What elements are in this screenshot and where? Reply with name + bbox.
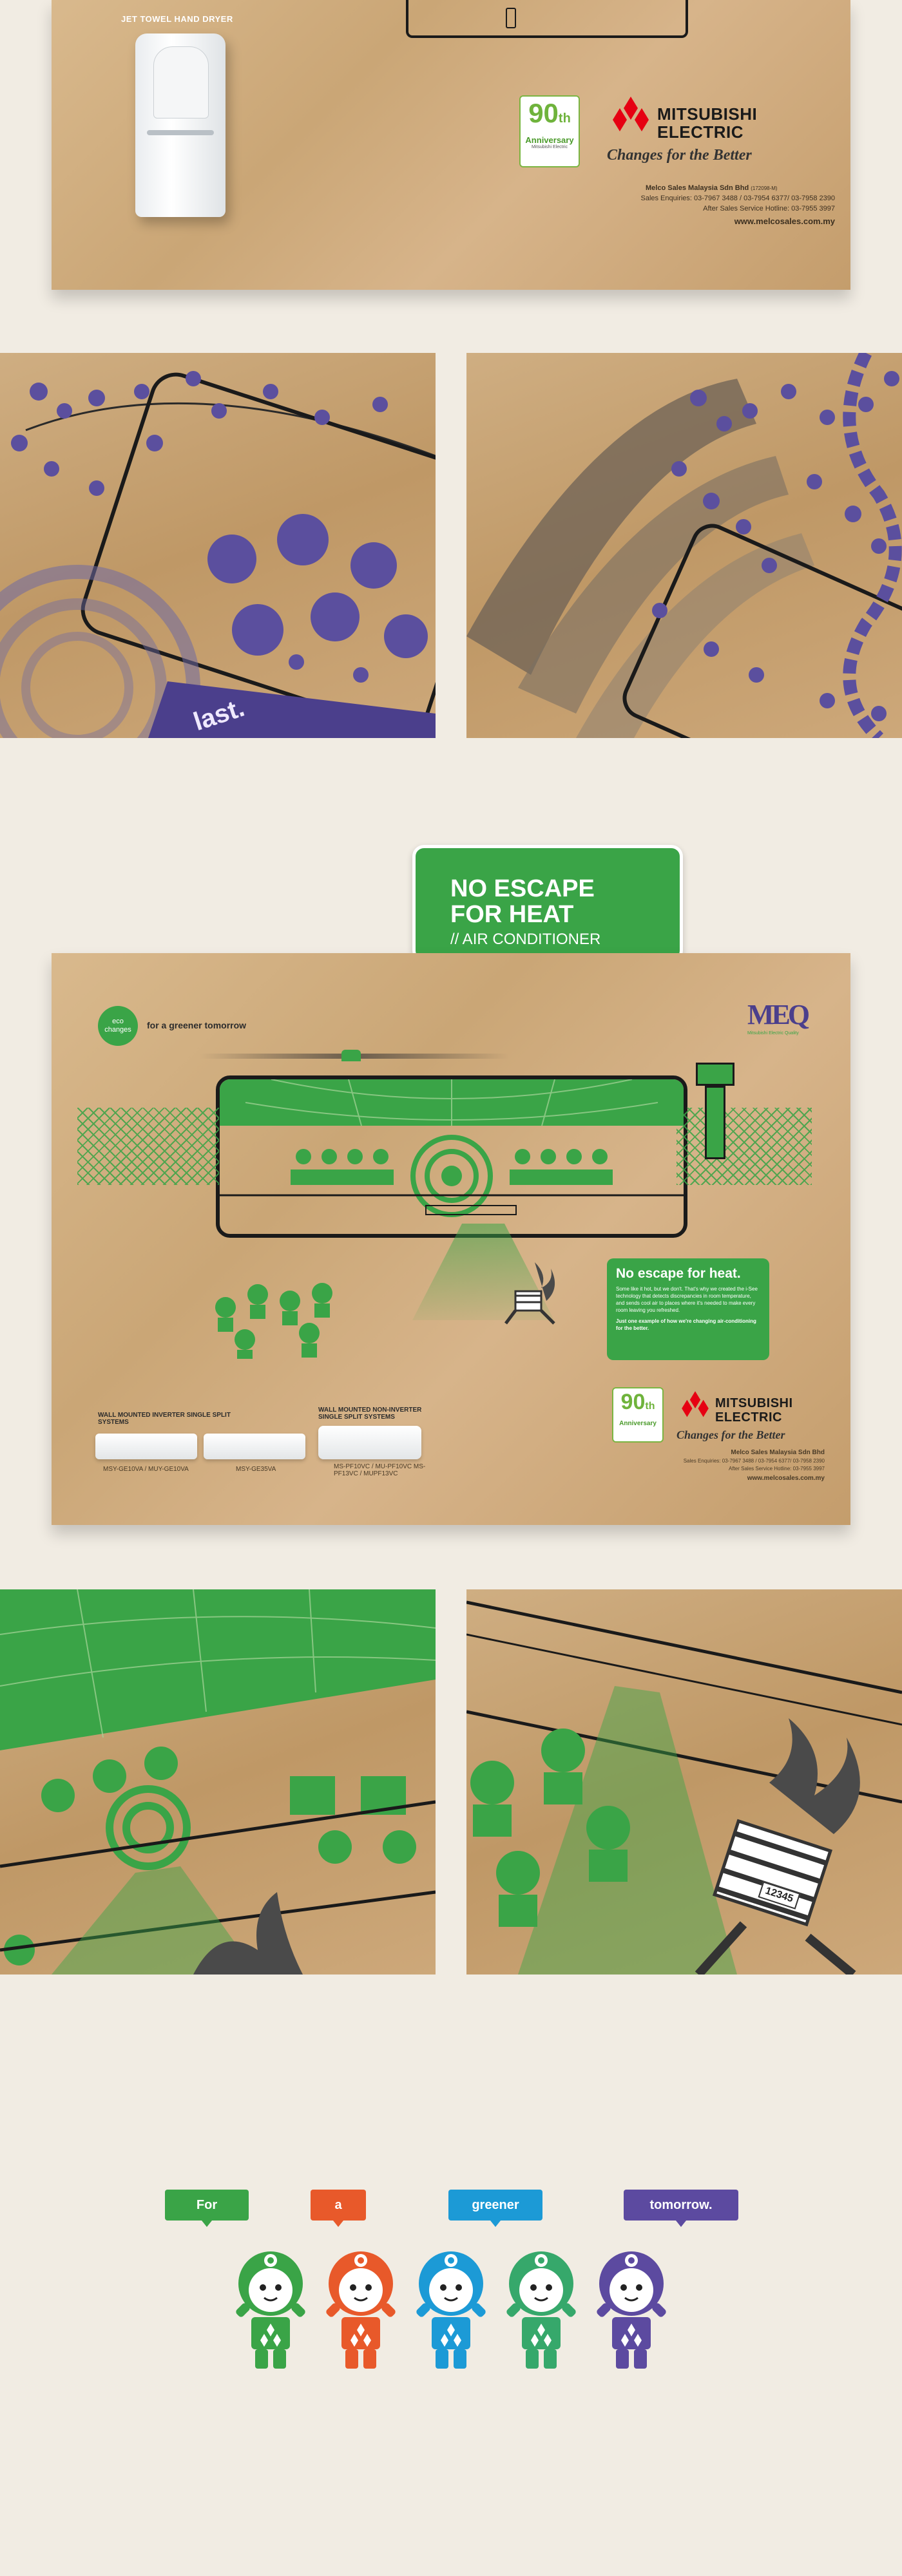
escaping-prisoner-icon bbox=[504, 1262, 555, 1325]
purple-swirl-illustration bbox=[0, 371, 436, 738]
mitsubishi-diamonds-icon bbox=[613, 97, 649, 131]
product-heading-inverter: WALL MOUNTED INVERTER SINGLE SPLIT SYSTE… bbox=[98, 1412, 231, 1426]
tagline-word-tomorrow: tomorrow. bbox=[649, 2198, 713, 2212]
product-models-1: MSY-GE10VA / MUY-GE10VA bbox=[103, 1466, 189, 1473]
purple-wind-illustration bbox=[466, 353, 902, 738]
ac-info-box: No escape for heat. Some like it hot, bu… bbox=[607, 1258, 769, 1360]
product-label: JET TOWEL HAND DRYER bbox=[121, 14, 233, 24]
ac-unit-product-1 bbox=[95, 1434, 197, 1459]
detail-crop-ac-left bbox=[0, 1589, 436, 1975]
eco-tagline: for a greener tomorrow bbox=[147, 1020, 247, 1030]
ac-sales-enquiries: Sales Enquiries: 03-7967 3488 / 03-7954 … bbox=[683, 1458, 825, 1464]
ac-brand-tagline: Changes for the Better bbox=[676, 1428, 785, 1441]
product-models-2: MSY-GE35VA bbox=[236, 1466, 276, 1473]
ac-after-sales: After Sales Service Hotline: 03-7955 399… bbox=[729, 1466, 825, 1472]
callout-title-line1: NO ESCAPE bbox=[450, 875, 595, 902]
detail-crop-hand-dryer-left: last. bbox=[0, 353, 436, 738]
watch-tower bbox=[696, 1063, 734, 1159]
website: www.melcosales.com.my bbox=[734, 216, 835, 226]
company-name-text: Melco Sales Malaysia Sdn Bhd bbox=[646, 184, 749, 192]
ac-unit-product-3 bbox=[318, 1426, 421, 1459]
mascot-blue-icon bbox=[416, 2251, 486, 2369]
tagline-word-a: a bbox=[334, 2198, 342, 2212]
meq-logo: MEQ Mitsubishi Electric Quality bbox=[747, 998, 810, 1050]
ac-poster-callout: NO ESCAPE FOR HEAT // AIR CONDITIONER bbox=[412, 845, 683, 962]
tagline-bubble-a: a bbox=[311, 2190, 366, 2227]
mascot-teal-icon bbox=[506, 2251, 576, 2369]
hand-dryer-image bbox=[135, 33, 225, 217]
ac-anniversary-suffix: th bbox=[645, 1401, 655, 1412]
info-box-body: Some like it hot, but we don't. That's w… bbox=[616, 1286, 758, 1313]
anniversary-badge: 90th Anniversary Mitsubishi Electric bbox=[519, 95, 580, 167]
fence-left bbox=[77, 1108, 219, 1185]
fan-hub bbox=[341, 1050, 361, 1061]
eco-changes-logo: eco changes bbox=[98, 1006, 138, 1046]
ac-brand-line2: ELECTRIC bbox=[715, 1410, 782, 1425]
ac-mitsubishi-diamonds-icon bbox=[682, 1391, 709, 1417]
product-outline bbox=[406, 0, 688, 38]
sales-enquiries: Sales Enquiries: 03-7967 3488 / 03-7954 … bbox=[640, 194, 835, 202]
ac-unit-illustration bbox=[216, 1075, 687, 1238]
anniversary-word: Anniversary bbox=[525, 135, 574, 145]
brand-name-line2: ELECTRIC bbox=[657, 122, 744, 142]
green-ac-closeup bbox=[0, 1589, 436, 1975]
eco-label: eco changes bbox=[104, 1018, 131, 1034]
guard-figures bbox=[215, 1283, 332, 1359]
ac-unit-product-2 bbox=[204, 1434, 305, 1459]
ac-anniversary-badge: 90th Anniversary bbox=[612, 1387, 664, 1443]
ac-website: www.melcosales.com.my bbox=[747, 1475, 825, 1482]
mascot-green-icon bbox=[236, 2251, 305, 2369]
tagline-bubble-for: For bbox=[165, 2190, 249, 2227]
ac-brand-line1: MITSUBISHI bbox=[715, 1396, 793, 1410]
tagline-bubble-tomorrow: tomorrow. bbox=[624, 2190, 738, 2227]
info-box-title: No escape for heat. bbox=[616, 1266, 741, 1281]
ac-anniversary-number: 90 bbox=[620, 1390, 646, 1414]
callout-title-line2: FOR HEAT bbox=[450, 901, 574, 928]
anniversary-number: 90 bbox=[528, 98, 559, 128]
mascot-orange-icon bbox=[326, 2251, 396, 2369]
meq-letters: MEQ bbox=[747, 999, 810, 1030]
mascot-row bbox=[232, 2250, 670, 2372]
ac-anniversary-word: Anniversary bbox=[619, 1420, 657, 1427]
product-models-3: MS-PF10VC / MU-PF10VC MS-PF13VC / MUPF13… bbox=[334, 1463, 426, 1477]
ac-company-name: Melco Sales Malaysia Sdn Bhd bbox=[731, 1449, 825, 1456]
green-guards-closeup bbox=[466, 1600, 902, 1975]
brand-tagline: Changes for the Better bbox=[607, 147, 752, 164]
hand-dryer-poster: JET TOWEL HAND DRYER 90th Anniversary Mi… bbox=[52, 0, 850, 290]
air-conditioner-poster: eco changes for a greener tomorrow MEQ M… bbox=[52, 953, 850, 1525]
company-reg: (172098-M) bbox=[751, 185, 778, 191]
company-name: Melco Sales Malaysia Sdn Bhd (172098-M) bbox=[646, 184, 778, 192]
brand-name-line1: MITSUBISHI bbox=[657, 104, 758, 124]
product-slot bbox=[506, 8, 516, 28]
mascot-purple-icon bbox=[597, 2251, 666, 2369]
detail-crop-hand-dryer-right bbox=[466, 353, 902, 738]
callout-subtitle: // AIR CONDITIONER bbox=[450, 931, 601, 948]
product-heading-noninverter: WALL MOUNTED NON-INVERTER SINGLE SPLIT S… bbox=[318, 1406, 422, 1421]
ac-radar-grid bbox=[220, 1079, 684, 1217]
detail-crop-ac-right: 12345 bbox=[466, 1589, 902, 1975]
fence-right bbox=[676, 1108, 812, 1185]
anniversary-suffix: th bbox=[558, 111, 571, 126]
tagline-word-greener: greener bbox=[472, 2198, 519, 2212]
after-sales: After Sales Service Hotline: 03-7955 399… bbox=[703, 205, 835, 213]
meq-words: Mitsubishi Electric Quality bbox=[747, 1031, 799, 1036]
tagline-word-for: For bbox=[196, 2198, 218, 2212]
info-box-bold: Just one example of how we're changing a… bbox=[616, 1318, 756, 1331]
tagline-bubble-greener: greener bbox=[448, 2190, 542, 2227]
anniversary-sub: Mitsubishi Electric bbox=[531, 145, 568, 149]
